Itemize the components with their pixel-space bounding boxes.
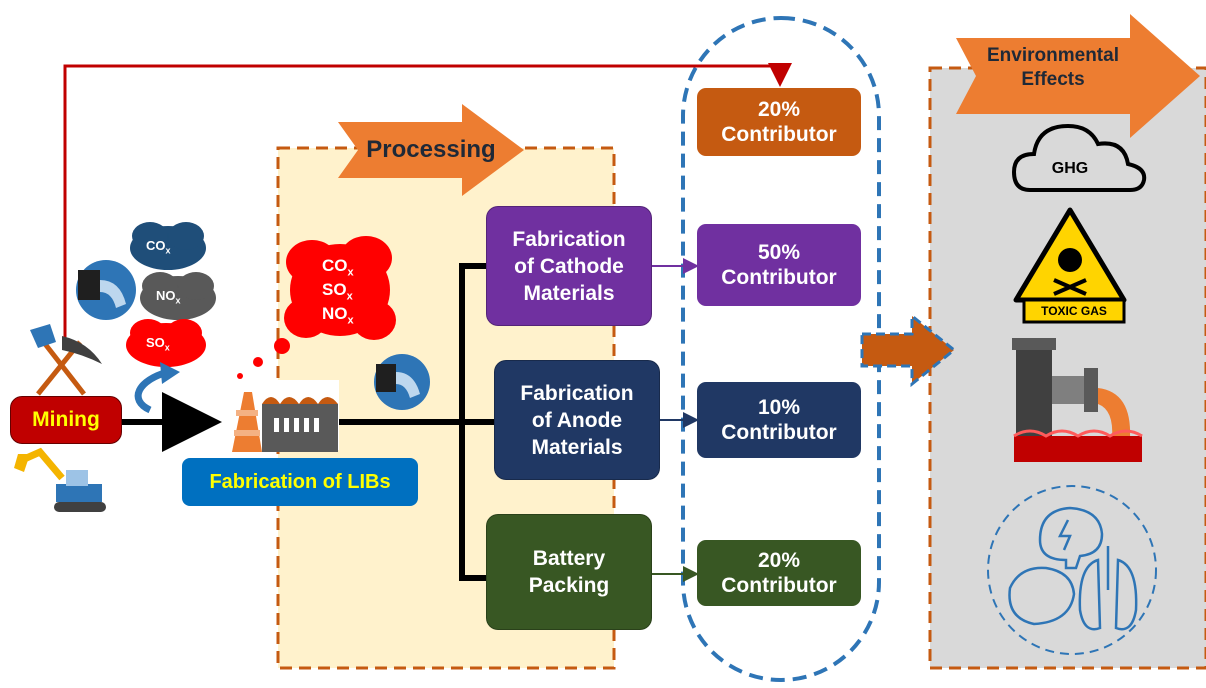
ghg-label: GHG <box>1051 160 1089 177</box>
health-effects-icon <box>987 485 1157 655</box>
cathode-step: Fabrication of Cathode Materials <box>486 206 652 326</box>
wastewater-pipe-icon-factory <box>374 354 430 410</box>
mining-feedback-line <box>63 63 792 345</box>
cloud-so-mining <box>126 319 206 367</box>
cloud-co-mining <box>130 222 206 270</box>
contributor-packing: 20% Contributor <box>697 540 861 606</box>
wastewater-pipe-icon-mining <box>76 260 136 320</box>
pickaxe-shovel-icon <box>30 324 102 396</box>
cloud-no-label: NOx <box>156 288 181 306</box>
cloud-factory <box>284 236 396 340</box>
contributor-anode: 10% Contributor <box>697 382 861 458</box>
factory-icon <box>232 380 339 452</box>
cloud-no-mining <box>140 272 216 320</box>
toxic-gas-icon <box>1013 207 1127 324</box>
processing-banner-label: Processing <box>366 136 496 163</box>
processing-banner-arrow <box>338 104 524 196</box>
mining-label: Mining <box>10 396 122 444</box>
factory-cloud-so-label: SOx <box>322 280 353 303</box>
effects-banner-arrow <box>956 14 1200 138</box>
cloud-so-label: SOx <box>146 335 170 353</box>
cloud-co-label: COx <box>146 238 171 256</box>
toxic-gas-label: TOXIC GAS <box>1041 304 1107 318</box>
contributor-mining: 20% Contributor <box>697 88 861 156</box>
environmental-effects-label: Environmental Effects <box>987 45 1119 90</box>
anode-step: Fabrication of Anode Materials <box>494 360 660 480</box>
polluting-pipe-icon <box>1012 338 1143 462</box>
contributor-cathode: 50% Contributor <box>697 224 861 306</box>
excavator-icon <box>14 447 106 512</box>
factory-cloud-no-label: NOx <box>322 304 354 327</box>
transfer-arrow <box>860 312 957 388</box>
battery-packing-step: Battery Packing <box>486 514 652 630</box>
fabrication-libs-label: Fabrication of LIBs <box>182 458 418 506</box>
ghg-cloud-icon <box>1011 123 1147 192</box>
curved-emission-arrow <box>134 368 170 414</box>
factory-cloud-co-label: COx <box>322 256 354 279</box>
